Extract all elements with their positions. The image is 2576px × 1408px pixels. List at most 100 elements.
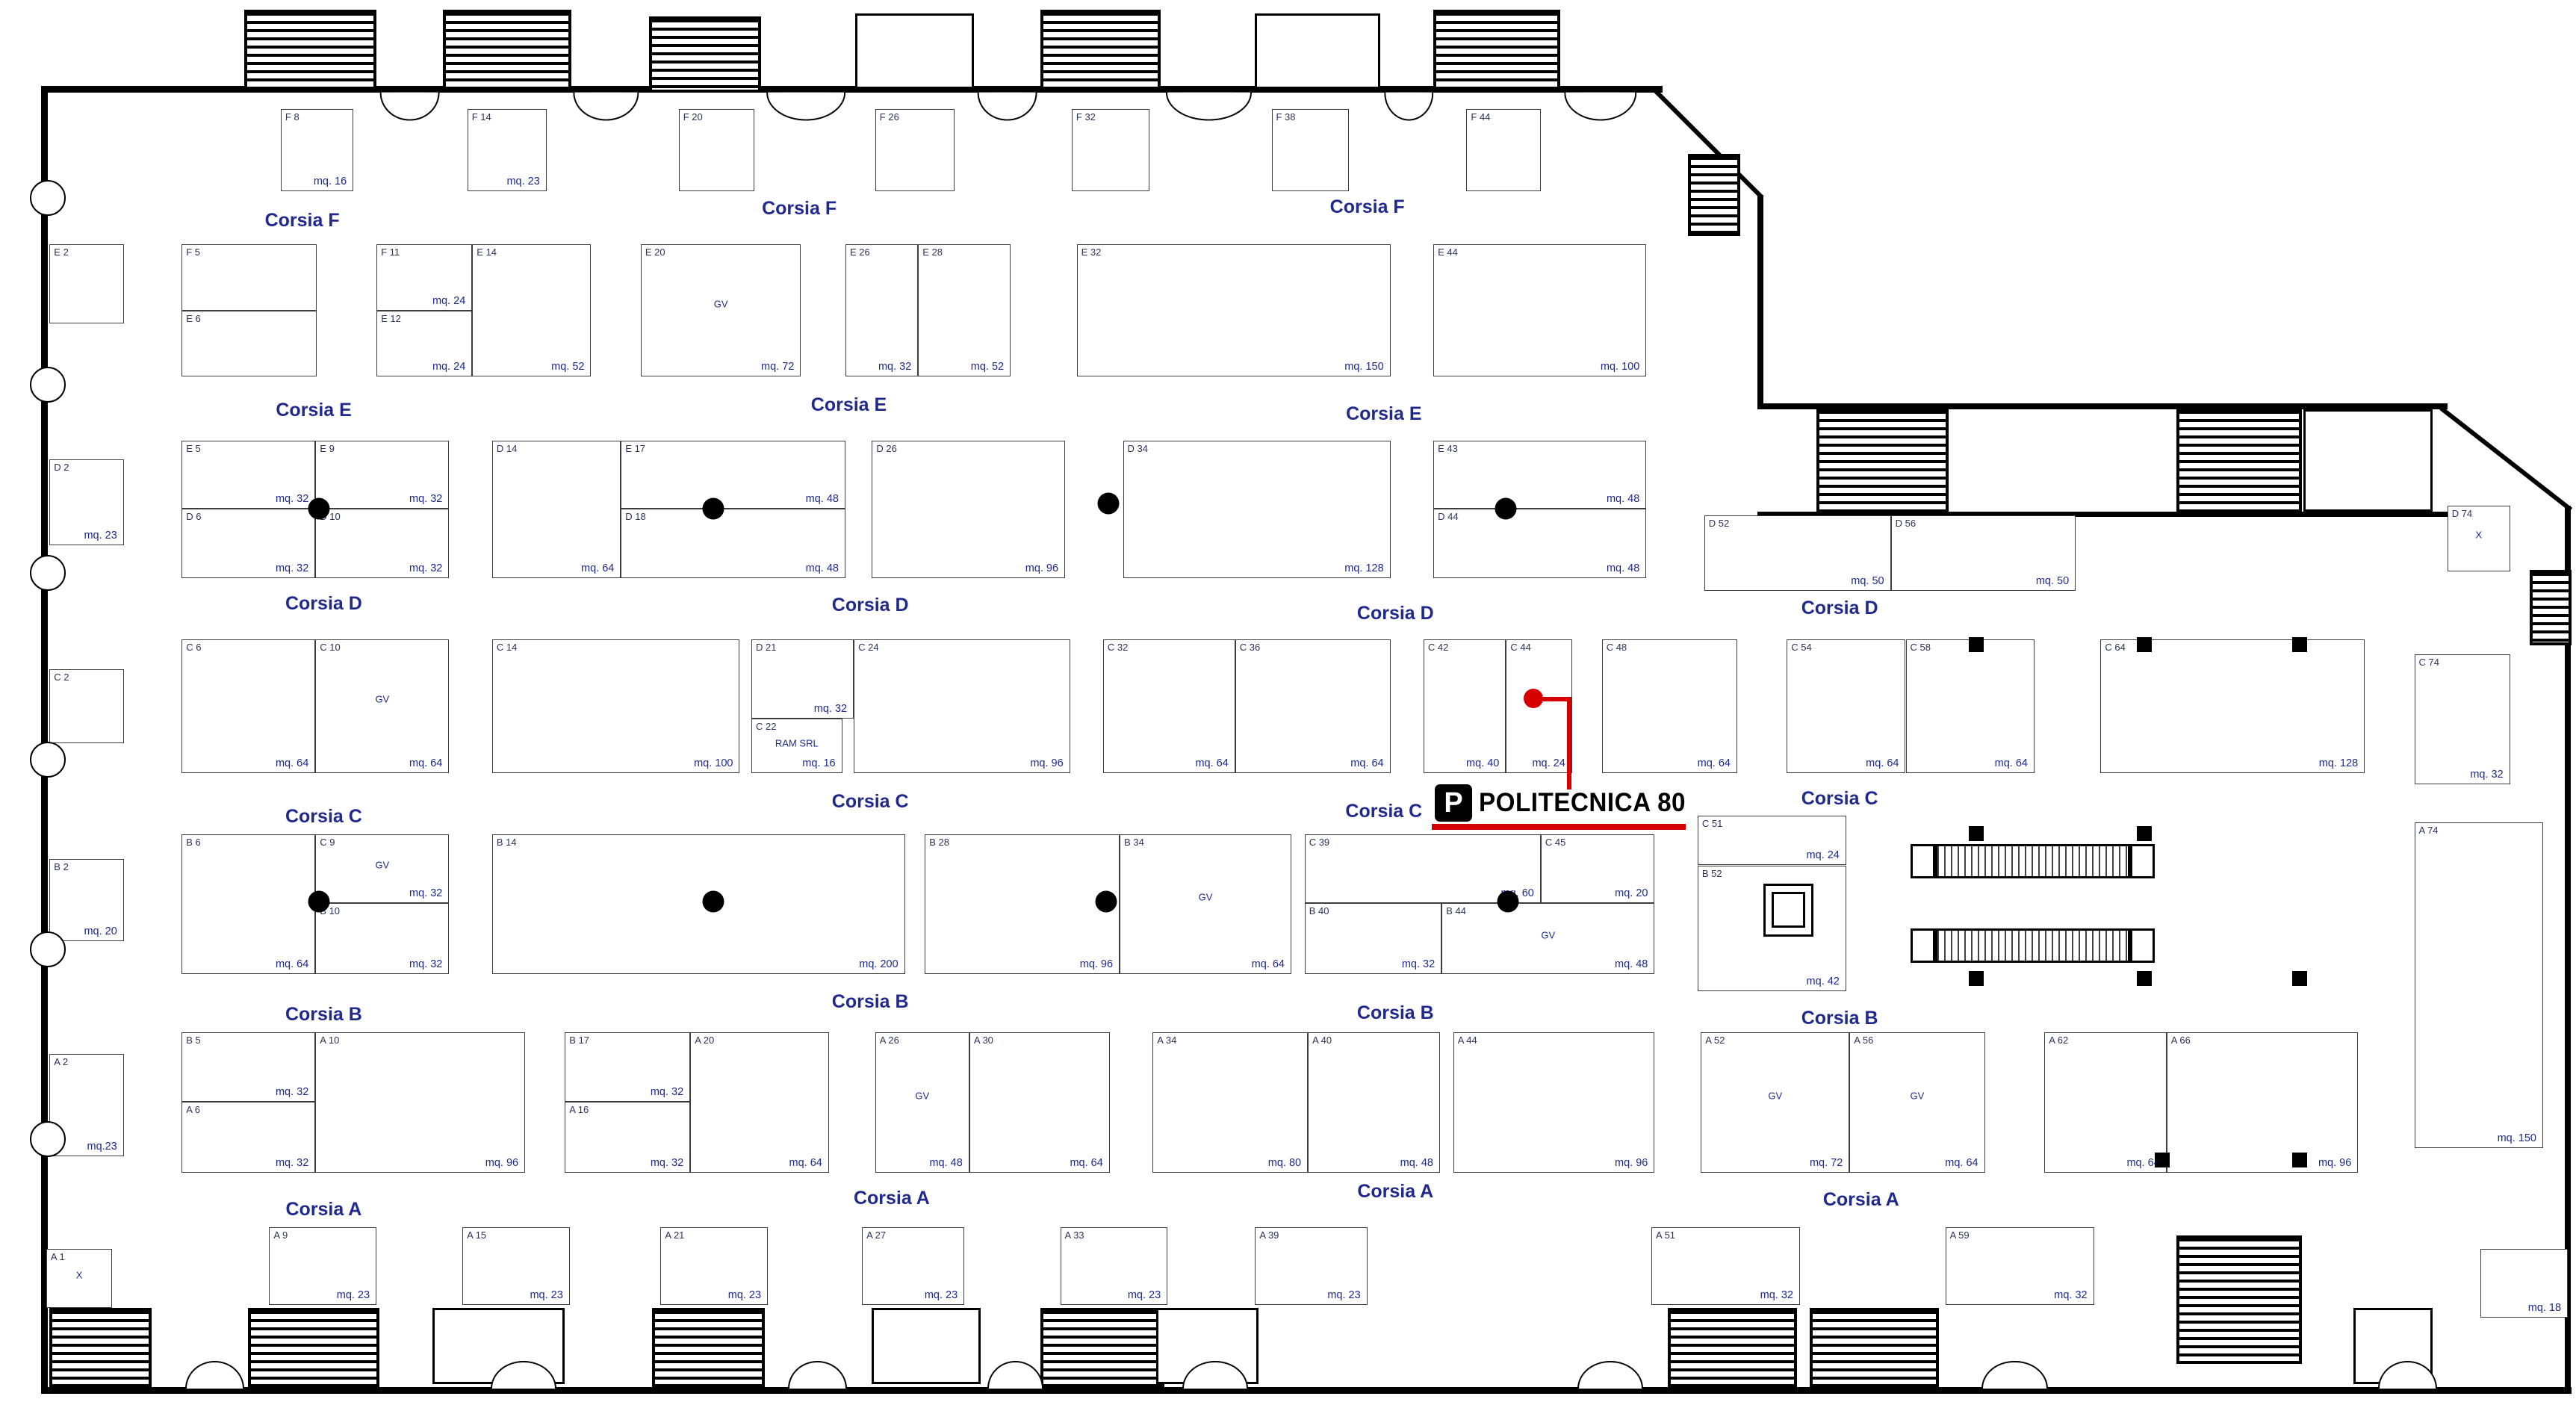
booth-area: mq. 48 — [1606, 562, 1640, 574]
booth-note: GV — [1198, 891, 1213, 903]
booth-id: A 59 — [1949, 1229, 1970, 1241]
booth-a59: A 59 mq. 32 — [1945, 1226, 2094, 1305]
booth-area: mq. 96 — [1615, 1156, 1648, 1169]
booth-id: A 33 — [1064, 1229, 1084, 1241]
service-room — [1255, 13, 1381, 90]
booth-area: mq. 64 — [1251, 958, 1285, 971]
pillar-square — [1968, 971, 1984, 987]
booth-c2: C 2 — [49, 669, 124, 743]
booth-area: mq. 32 — [409, 492, 443, 505]
booth-area: mq. 96 — [2318, 1156, 2352, 1169]
aisle-label: Corsia D — [831, 595, 909, 615]
door-arc-icon — [977, 92, 1037, 121]
booth-note: X — [75, 1269, 83, 1281]
booth-area: mq. 64 — [1945, 1156, 1978, 1169]
stairs-block — [648, 16, 762, 93]
booth-id: D 34 — [1127, 443, 1148, 455]
booth-id: B 28 — [929, 836, 949, 848]
aisle-label: Corsia A — [1822, 1188, 1899, 1210]
booth-id: A 62 — [2049, 1034, 2069, 1046]
booth-id: F 20 — [683, 111, 703, 122]
pillar-square — [2155, 1153, 2170, 1168]
booth-area: mq. 24 — [1532, 757, 1565, 769]
booth-id: B 52 — [1701, 867, 1722, 879]
booth-id: E 44 — [1438, 246, 1458, 258]
booth-id: A 44 — [1457, 1034, 1477, 1046]
booth-area: mq. 64 — [1697, 757, 1731, 769]
booth-area: mq. 72 — [1809, 1156, 1843, 1169]
booth-id: E 14 — [477, 246, 497, 258]
revolving-door-icon — [29, 554, 66, 591]
booth-id: A 21 — [665, 1229, 685, 1241]
booth-id: E 12 — [381, 312, 401, 324]
stairs-block — [2176, 1235, 2303, 1365]
booth-id: C 6 — [186, 641, 202, 653]
booth-id: E 5 — [186, 443, 201, 455]
booth-id: C 22 — [756, 720, 777, 732]
stairs-block — [1433, 10, 1561, 93]
booth-id: A 40 — [1312, 1034, 1332, 1046]
booth-area: mq. 23 — [924, 1288, 958, 1301]
booth-area: mq. 128 — [1344, 562, 1384, 574]
booth-id: E 20 — [645, 246, 665, 258]
booth-id: E 43 — [1438, 443, 1458, 455]
escalator-landing — [1911, 928, 1936, 963]
booth-id: A 66 — [2170, 1034, 2191, 1046]
booth-area: mq. 23 — [1327, 1288, 1361, 1301]
booth-area: mq. 96 — [485, 1156, 519, 1169]
booth-a44: A 44 mq. 96 — [1453, 1032, 1655, 1173]
booth-note: X — [2475, 529, 2483, 541]
booth-area: mq. 32 — [2054, 1288, 2088, 1301]
booth-d44: D 44 mq. 48 — [1433, 509, 1647, 578]
booth-d34: D 34 mq. 128 — [1123, 441, 1391, 578]
booth-id: E 2 — [54, 246, 69, 258]
booth-e2: E 2 — [49, 244, 124, 324]
booth-id: B 6 — [186, 836, 201, 848]
wall-segment — [41, 86, 1663, 93]
booth-note: GV — [1541, 929, 1556, 941]
booth-id: C 58 — [1910, 641, 1931, 653]
booth-id: B 44 — [1446, 905, 1466, 917]
booth-note: GV — [915, 1090, 930, 1102]
aisle-label: Corsia A — [1357, 1180, 1434, 1202]
stairs-block — [442, 10, 571, 93]
booth-f5: F 5 — [181, 244, 317, 311]
booth-area: mq. 32 — [275, 1085, 309, 1098]
booth-id: D 44 — [1438, 511, 1459, 522]
booth-id: F 8 — [285, 111, 300, 122]
booth-id: A 30 — [973, 1034, 993, 1046]
booth-area: mq. 32 — [813, 702, 848, 715]
booth-area: mq. 23 — [84, 529, 117, 542]
door-arc-icon — [1166, 92, 1252, 121]
stairs-block — [247, 1308, 380, 1388]
booth-area: mq. 96 — [1025, 562, 1059, 574]
pillar-square — [2137, 971, 2152, 987]
booth-id: E 6 — [186, 312, 201, 324]
booth-id: C 2 — [54, 671, 69, 683]
booth-id: C 64 — [2105, 641, 2126, 653]
booth-id: A 26 — [879, 1034, 899, 1046]
booth-area: mq. 64 — [409, 757, 443, 769]
service-room — [2303, 409, 2433, 512]
booth-area: mq. 72 — [761, 361, 795, 373]
booth-id: B 17 — [569, 1034, 589, 1046]
aisle-label: Corsia E — [1346, 403, 1422, 424]
booth-id: A 15 — [467, 1229, 487, 1241]
